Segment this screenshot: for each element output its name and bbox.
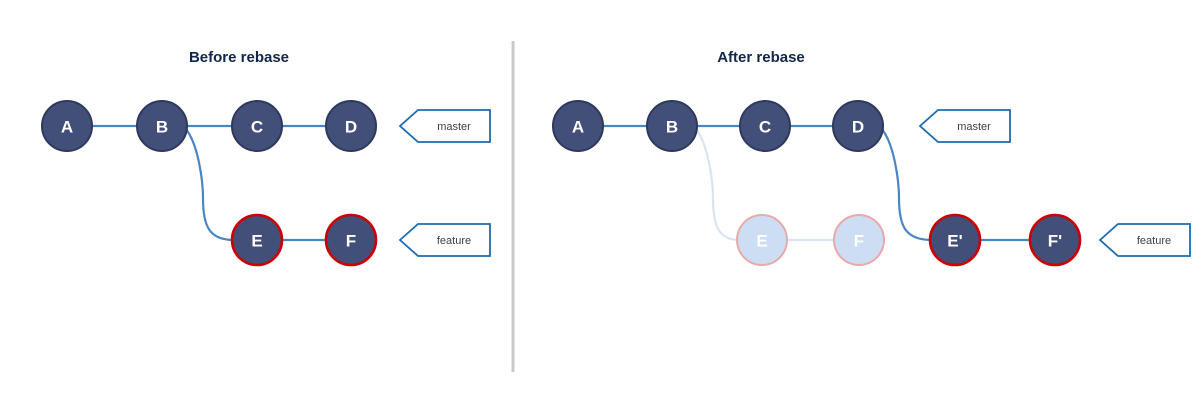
edge-layer [90,124,1032,242]
commit-node-F[interactable]: F [324,213,378,267]
commit-node-E[interactable]: E [230,213,284,267]
commit-circle [231,100,283,152]
tag-arrow-shape [398,109,491,143]
commit-label: D [852,118,864,137]
tag-arrow-shape [918,109,1011,143]
commit-label: A [61,118,73,137]
commit-circle [230,213,284,267]
branch-tag-master-after[interactable]: master [918,109,1011,143]
commit-label: B [156,118,168,137]
commit-node-E-prime[interactable]: E' [928,213,982,267]
commit-circle [832,100,884,152]
tag-label: feature [437,235,471,247]
commit-label: E [756,232,767,251]
tag-arrow-shape [398,223,491,257]
commit-node-A[interactable]: A [41,100,93,152]
commit-node-F-prime[interactable]: F' [1028,213,1082,267]
commit-circle [552,100,604,152]
commit-circle [325,100,377,152]
commit-label: F [854,232,864,251]
commit-label: F [346,232,356,251]
tag-label: feature [1137,235,1171,247]
commit-node-C[interactable]: C [739,100,791,152]
commit-node-D[interactable]: D [832,100,884,152]
commit-circle [646,100,698,152]
commit-label: E' [947,232,962,251]
commit-circle [739,100,791,152]
commit-circle [41,100,93,152]
commit-label: E [251,232,262,251]
branch-tag-feature-before[interactable]: feature [398,223,491,257]
panel-title-before: Before rebase [189,49,289,66]
commit-node-D[interactable]: D [325,100,377,152]
tag-label: master [957,121,991,133]
title-layer: Before rebase After rebase [189,49,805,66]
commit-label: A [572,118,584,137]
panel-title-after: After rebase [717,49,805,66]
commit-circle [736,214,788,266]
commit-label: B [666,118,678,137]
commit-node-C[interactable]: C [231,100,283,152]
commit-circle [833,214,885,266]
tag-arrow-shape [1098,223,1191,257]
commit-label: D [345,118,357,137]
edge-B2-to-Eg [693,126,741,242]
commit-label: F' [1048,232,1062,251]
tag-layer: master feature master feature [398,109,1191,257]
commit-node-B[interactable]: B [136,100,188,152]
commit-circle [928,213,982,267]
commit-label: C [251,118,263,137]
node-layer: A B C D E F A B C D E F E' F' [41,100,1082,267]
commit-node-A[interactable]: A [552,100,604,152]
commit-circle [136,100,188,152]
commit-node-F[interactable]: F [833,214,885,266]
commit-node-B[interactable]: B [646,100,698,152]
edge-B-to-E [183,126,236,242]
commit-node-E[interactable]: E [736,214,788,266]
commit-circle [324,213,378,267]
commit-label: C [759,118,771,137]
commit-circle [1028,213,1082,267]
edge-D2-to-Ep [879,126,934,242]
branch-tag-feature-after[interactable]: feature [1098,223,1191,257]
branch-tag-master-before[interactable]: master [398,109,491,143]
tag-label: master [437,121,471,133]
